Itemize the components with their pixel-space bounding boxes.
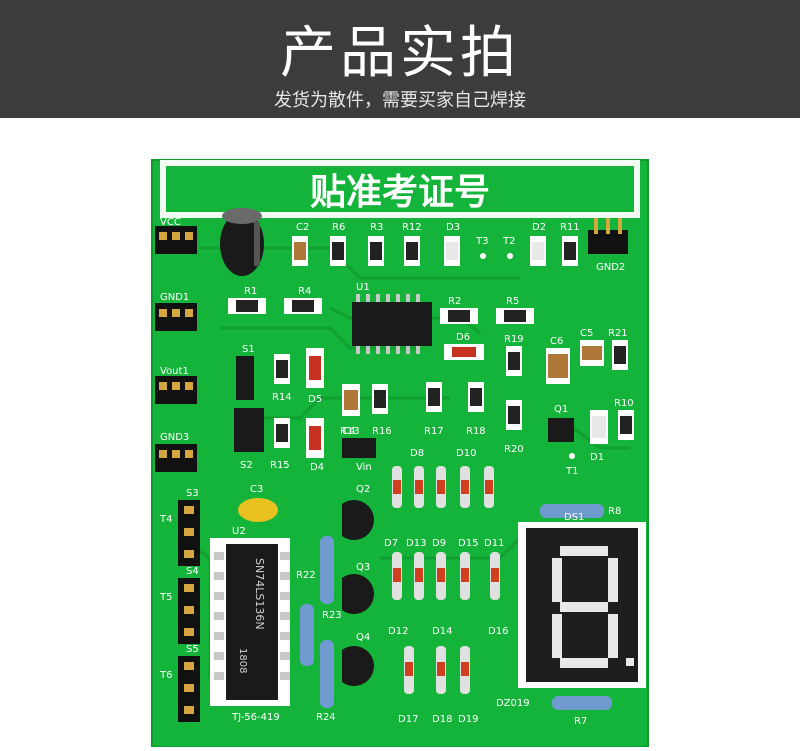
label-vcc: VCC: [160, 217, 181, 228]
svg-text:C6: C6: [550, 336, 563, 347]
svg-text:C5: C5: [580, 328, 593, 339]
svg-text:U1: U1: [356, 282, 370, 293]
svg-text:R5: R5: [506, 296, 519, 307]
resistors-vertical: R22 R23 R24: [296, 536, 342, 723]
seven-segment-display: [518, 522, 646, 688]
electrolytic-capacitor: [220, 208, 264, 276]
svg-text:C2: C2: [296, 222, 309, 233]
svg-text:C4: C4: [342, 426, 355, 437]
svg-text:Q4: Q4: [356, 632, 370, 643]
svg-text:R12: R12: [402, 222, 422, 233]
svg-text:D12: D12: [388, 626, 408, 637]
svg-text:D3: D3: [446, 222, 460, 233]
svg-text:1808: 1808: [237, 648, 248, 673]
banner-title: 产品实拍: [280, 21, 520, 86]
vertical-headers: S3 T4 S4 T5 S5 T6: [159, 488, 200, 722]
label-gnd2: GND2: [596, 262, 625, 273]
svg-text:R8: R8: [608, 506, 621, 517]
ic-u2: SN74LS136N 1808: [210, 538, 290, 706]
svg-text:R11: R11: [560, 222, 580, 233]
label-vout1: Vout1: [160, 366, 189, 377]
svg-text:U2: U2: [232, 526, 246, 537]
transistors: Q2 Q3 Q4: [342, 484, 375, 686]
svg-text:R10: R10: [614, 398, 634, 409]
svg-text:R2: R2: [448, 296, 461, 307]
svg-text:D11: D11: [484, 538, 504, 549]
ceramic-capacitor-c3: [238, 498, 278, 522]
svg-text:D19: D19: [458, 714, 478, 725]
svg-text:D10: D10: [456, 448, 476, 459]
svg-text:D13: D13: [406, 538, 426, 549]
svg-text:Q3: Q3: [356, 562, 370, 573]
svg-text:R18: R18: [466, 426, 486, 437]
svg-text:R21: R21: [608, 328, 628, 339]
svg-text:S3: S3: [186, 488, 199, 499]
svg-text:S1: S1: [242, 344, 255, 355]
svg-text:D9: D9: [432, 538, 446, 549]
svg-text:D7: D7: [384, 538, 398, 549]
svg-text:DZ019: DZ019: [496, 698, 530, 709]
top-row-components: C2 R6 R3 R12 D3 T3 T2 D2 R11: [292, 222, 580, 266]
label-gnd3: GND3: [160, 432, 189, 443]
board-title: 贴准考证号: [310, 172, 490, 213]
svg-text:R13: R13: [340, 426, 360, 437]
svg-text:R15: R15: [270, 460, 290, 471]
row4-components: R14 D5 R16 R13 R17 R18 Q1 R10: [272, 348, 634, 442]
svg-text:R22: R22: [296, 570, 316, 581]
board-id-label: TJ-56-419: [231, 712, 280, 723]
pcb-board-image: 贴准考证号 VCC GND1 Vout1 GND3 GND2 C2 R6 R3 …: [151, 159, 649, 748]
svg-text:SN74LS136N: SN74LS136N: [253, 558, 266, 630]
svg-text:R20: R20: [504, 444, 524, 455]
svg-text:R1: R1: [244, 286, 257, 297]
svg-text:R24: R24: [316, 712, 336, 723]
banner-subtitle: 发货为散件，需要买家自己焊接: [274, 90, 526, 111]
svg-text:D17: D17: [398, 714, 418, 725]
svg-text:T6: T6: [159, 670, 172, 681]
svg-text:Q1: Q1: [554, 404, 568, 415]
svg-text:Q2: Q2: [356, 484, 370, 495]
svg-text:R4: R4: [298, 286, 311, 297]
banner: 产品实拍 发货为散件，需要买家自己焊接: [0, 0, 800, 118]
diode-matrix: D8 D10 D7 D13 D9 D15 D11 D12 D14 D16 D17…: [384, 448, 508, 725]
row2-components: R1 R4 U1 R2 R5: [228, 282, 534, 354]
svg-text:D1: D1: [590, 452, 604, 463]
ic-u1: [352, 302, 432, 346]
row5-components: S2 R15 D4 C4 Vin R20 D1 T1: [234, 400, 608, 477]
svg-text:R17: R17: [424, 426, 444, 437]
svg-text:D5: D5: [308, 394, 322, 405]
row3-components: S1 D6 R19 C6 C5 R21: [236, 328, 628, 400]
svg-text:R6: R6: [332, 222, 345, 233]
svg-text:D18: D18: [432, 714, 452, 725]
svg-text:R3: R3: [370, 222, 383, 233]
svg-text:R7: R7: [574, 716, 587, 727]
svg-text:D2: D2: [532, 222, 546, 233]
svg-text:R16: R16: [372, 426, 392, 437]
svg-text:Vin: Vin: [356, 462, 372, 473]
product-photo: 贴准考证号 VCC GND1 Vout1 GND3 GND2 C2 R6 R3 …: [0, 118, 800, 748]
svg-text:D6: D6: [456, 332, 470, 343]
svg-text:C3: C3: [250, 484, 263, 495]
svg-text:DS1: DS1: [564, 512, 584, 523]
svg-text:T5: T5: [159, 592, 172, 603]
svg-text:S2: S2: [240, 460, 253, 471]
svg-text:D14: D14: [432, 626, 452, 637]
svg-text:D15: D15: [458, 538, 478, 549]
left-headers: VCC GND1 Vout1 GND3: [155, 217, 197, 472]
svg-text:T2: T2: [502, 236, 515, 247]
svg-text:R14: R14: [272, 392, 292, 403]
svg-text:S5: S5: [186, 644, 199, 655]
svg-text:T1: T1: [565, 466, 578, 477]
svg-text:S4: S4: [186, 566, 199, 577]
svg-text:R19: R19: [504, 334, 524, 345]
resistor-r8: [540, 504, 604, 518]
resistor-r7: [552, 696, 612, 710]
svg-text:T3: T3: [475, 236, 488, 247]
label-gnd1: GND1: [160, 292, 189, 303]
svg-text:D16: D16: [488, 626, 508, 637]
svg-text:D8: D8: [410, 448, 424, 459]
svg-text:T4: T4: [159, 514, 172, 525]
header-gnd2: [588, 218, 628, 254]
svg-text:D4: D4: [310, 462, 324, 473]
svg-text:R23: R23: [322, 610, 342, 621]
